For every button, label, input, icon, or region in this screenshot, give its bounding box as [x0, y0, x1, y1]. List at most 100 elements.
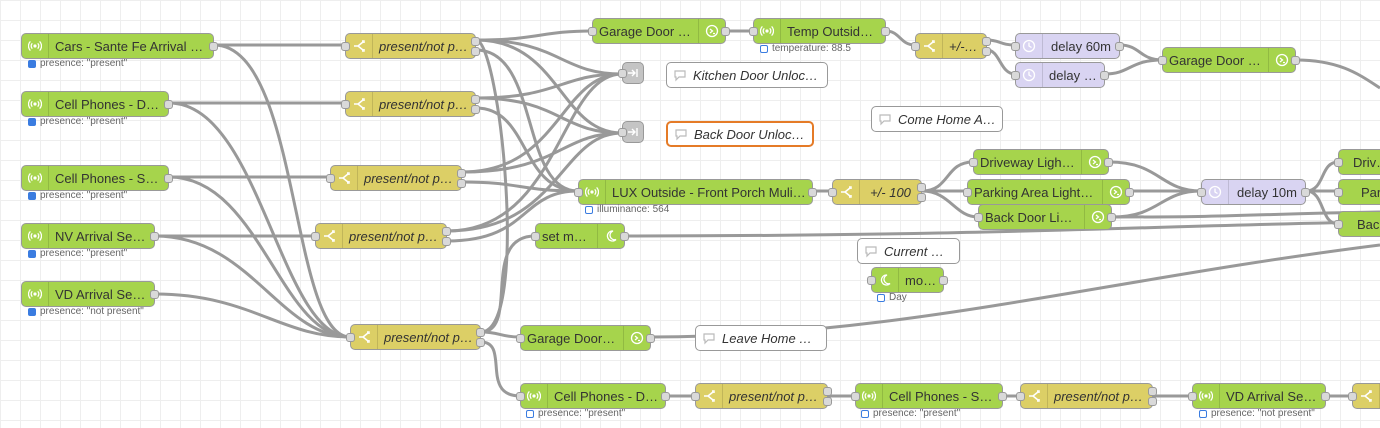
input-port[interactable]: [346, 333, 355, 342]
input-port[interactable]: [691, 392, 700, 401]
output-port[interactable]: [721, 27, 730, 36]
node-set-mode[interactable]: set mode: [531, 223, 629, 249]
output-port[interactable]: [471, 47, 480, 56]
node-switch-7[interactable]: present/not present: [1016, 383, 1157, 409]
output-port[interactable]: [1104, 158, 1113, 167]
input-port[interactable]: [1334, 188, 1343, 197]
node-switch-4[interactable]: present/not present: [311, 223, 451, 249]
input-port[interactable]: [1348, 392, 1357, 401]
node-cell-phones-shawn[interactable]: Cell Phones - Shawn: [21, 165, 173, 191]
input-port[interactable]: [326, 174, 335, 183]
output-port[interactable]: [1301, 188, 1310, 197]
node-parking-area-lights-on[interactable]: Parking Area Lights On: [963, 179, 1134, 205]
output-port[interactable]: [1100, 71, 1109, 80]
node-switch-2[interactable]: present/not present: [341, 91, 480, 117]
node-back-door-light-on[interactable]: Back Door Light On: [974, 204, 1116, 230]
output-port[interactable]: [823, 387, 832, 396]
node-cell-phones-dawn-2[interactable]: Cell Phones - Dawn: [516, 383, 670, 409]
output-port[interactable]: [209, 42, 218, 51]
node-switch-1[interactable]: present/not present: [341, 33, 480, 59]
output-port[interactable]: [1115, 42, 1124, 51]
comment-back-door-unlock[interactable]: Back Door Unlock Input: [666, 121, 814, 147]
node-delay-60m[interactable]: delay 60m: [1011, 33, 1124, 59]
input-port[interactable]: [1011, 42, 1020, 51]
input-port[interactable]: [867, 276, 876, 285]
input-port[interactable]: [1197, 188, 1206, 197]
input-port[interactable]: [516, 392, 525, 401]
output-port[interactable]: [471, 105, 480, 114]
input-port[interactable]: [1011, 71, 1020, 80]
output-port[interactable]: [917, 193, 926, 202]
input-port[interactable]: [516, 334, 525, 343]
input-port[interactable]: [911, 42, 920, 51]
output-port[interactable]: [1148, 387, 1157, 396]
output-port[interactable]: [150, 290, 159, 299]
output-port[interactable]: [646, 334, 655, 343]
input-port[interactable]: [1334, 158, 1343, 167]
input-port[interactable]: [1334, 220, 1343, 229]
node-delay-10m[interactable]: delay 10m: [1197, 179, 1310, 205]
node-temp-outside[interactable]: Temp Outside - AA: [749, 18, 890, 44]
comment-kitchen-door-unlock[interactable]: Kitchen Door Unlock Input: [666, 62, 828, 88]
node-switch-8-cut[interactable]: [1348, 383, 1380, 409]
node-switch-5[interactable]: present/not present: [346, 324, 485, 350]
node-range-100[interactable]: +/- 100: [828, 179, 926, 205]
output-port[interactable]: [998, 392, 1007, 401]
output-port[interactable]: [1148, 397, 1157, 406]
input-port[interactable]: [1158, 56, 1167, 65]
node-cell-phones-dawn[interactable]: Cell Phones - Dawn: [21, 91, 173, 117]
node-garage-door-close-bottom[interactable]: Garage Door Close: [516, 325, 655, 351]
input-port[interactable]: [963, 188, 972, 197]
node-vd-arrival-sensor[interactable]: VD Arrival Sensor: [21, 281, 159, 307]
output-port[interactable]: [164, 100, 173, 109]
output-port[interactable]: [442, 227, 451, 236]
output-port[interactable]: [1107, 213, 1116, 222]
output-port[interactable]: [823, 397, 832, 406]
node-lux-outside[interactable]: LUX Outside - Front Porch Mulit Sensor: [574, 179, 817, 205]
input-port[interactable]: [1188, 392, 1197, 401]
node-parking-lights-off-cut[interactable]: Park: [1334, 179, 1380, 205]
input-port[interactable]: [588, 27, 597, 36]
node-cars-arrival-sensor[interactable]: Cars - Sante Fe Arrival Sensor: [21, 33, 218, 59]
output-port[interactable]: [1125, 188, 1134, 197]
node-delay-5m[interactable]: delay 5m: [1011, 62, 1109, 88]
node-driveway-lights-off-cut[interactable]: Drivew: [1334, 149, 1380, 175]
input-port[interactable]: [969, 158, 978, 167]
node-garage-door-open[interactable]: Garage Door Open: [588, 18, 730, 44]
output-port[interactable]: [917, 183, 926, 192]
output-port[interactable]: [982, 37, 991, 46]
node-cell-phones-shawn-2[interactable]: Cell Phones - Shawn: [851, 383, 1007, 409]
output-port[interactable]: [1291, 56, 1300, 65]
output-port[interactable]: [471, 37, 480, 46]
input-port[interactable]: [341, 42, 350, 51]
output-port[interactable]: [442, 237, 451, 246]
node-garage-door-close-top[interactable]: Garage Door Close: [1158, 47, 1300, 73]
comment-leave-home-actions[interactable]: Leave Home Actions: [695, 325, 827, 351]
input-port[interactable]: [618, 69, 627, 78]
output-port[interactable]: [661, 392, 670, 401]
input-port[interactable]: [574, 188, 583, 197]
node-back-light-off-cut[interactable]: Back: [1334, 211, 1380, 237]
output-port[interactable]: [457, 169, 466, 178]
input-port[interactable]: [828, 188, 837, 197]
input-port[interactable]: [749, 27, 758, 36]
output-port[interactable]: [150, 232, 159, 241]
node-switch-6[interactable]: present/not present: [691, 383, 832, 409]
output-port[interactable]: [620, 232, 629, 241]
node-mode[interactable]: mode: [867, 267, 948, 293]
link-in-node-kitchen[interactable]: [618, 62, 644, 84]
comment-come-home-actions[interactable]: Come Home Actions: [871, 106, 1003, 132]
output-port[interactable]: [939, 276, 948, 285]
input-port[interactable]: [311, 232, 320, 241]
output-port[interactable]: [881, 27, 890, 36]
output-port[interactable]: [457, 179, 466, 188]
output-port[interactable]: [164, 174, 173, 183]
node-driveway-lights-on[interactable]: Driveway Lights On: [969, 149, 1113, 175]
output-port[interactable]: [808, 188, 817, 197]
input-port[interactable]: [531, 232, 540, 241]
output-port[interactable]: [471, 95, 480, 104]
node-nv-arrival-sensor[interactable]: NV Arrival Sensor: [21, 223, 159, 249]
link-in-node-back[interactable]: [618, 121, 644, 143]
output-port[interactable]: [1321, 392, 1330, 401]
